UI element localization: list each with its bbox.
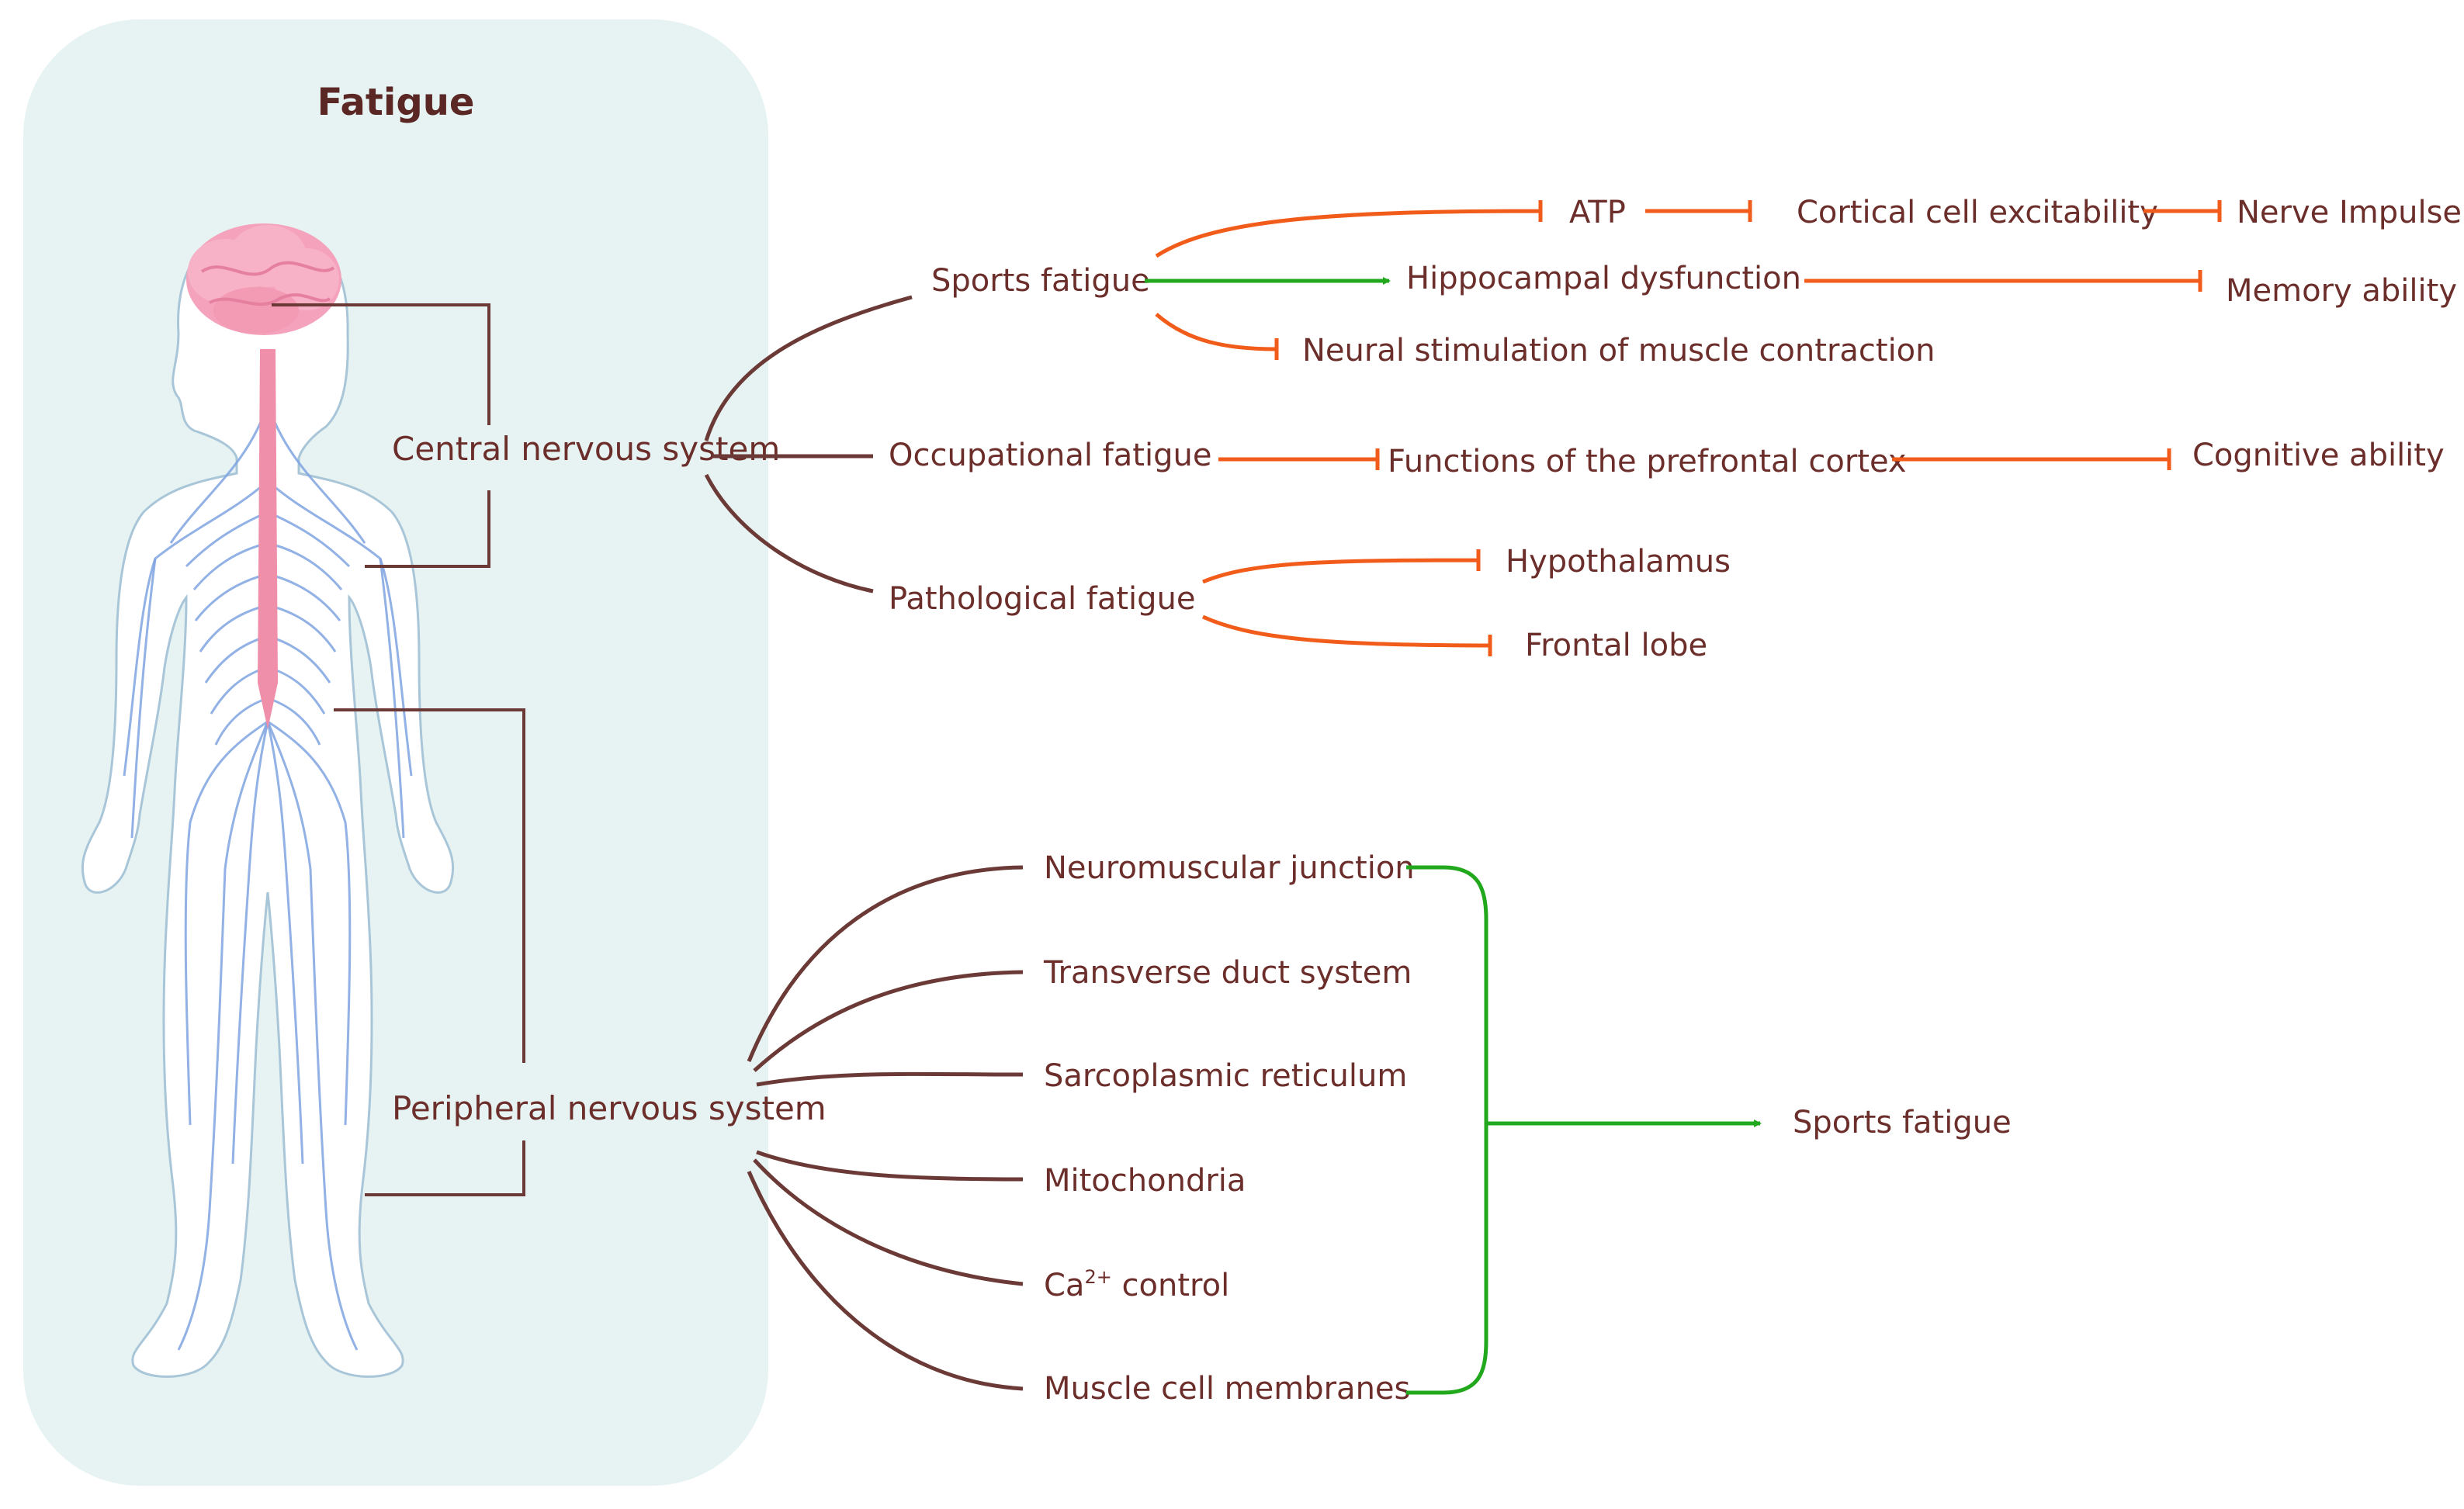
brain-illustration xyxy=(186,223,341,335)
prefrontal-cortex-label: Functions of the prefrontal cortex xyxy=(1388,444,1907,479)
sports-to-atp-inhibit xyxy=(1155,200,1543,258)
pns-bracket xyxy=(334,708,525,1196)
cognitive-ability-label: Cognitive ability xyxy=(2192,438,2445,473)
hypothalamus-label: Hypothalamus xyxy=(1506,544,1731,580)
neural-stimulation-label: Neural stimulation of muscle contraction xyxy=(1302,333,1936,369)
peripheral-green-bracket xyxy=(1406,865,1488,1395)
pathological-to-frontal-inhibit xyxy=(1201,614,1492,656)
pathological-fatigue-label: Pathological fatigue xyxy=(889,581,1196,617)
memory-ability-label: Memory ability xyxy=(2226,273,2457,309)
mitochondria-label: Mitochondria xyxy=(1044,1163,1246,1199)
cortical-to-nerve-impulse-inhibit xyxy=(2143,200,2222,222)
peripheral-nervous-system-label: Peripheral nervous system xyxy=(392,1089,827,1127)
nerve-impulse-label: Nerve Impulse xyxy=(2237,195,2462,230)
prefrontal-to-cognitive-inhibit xyxy=(1892,448,2171,470)
peripheral-nerves xyxy=(123,403,413,1351)
pns-to-transverse-connector xyxy=(753,970,1024,1072)
transverse-duct-label: Transverse duct system xyxy=(1043,955,1412,991)
cortical-excitability-label: Cortical cell excitability xyxy=(1797,195,2158,230)
occupational-fatigue-label: Occupational fatigue xyxy=(889,438,1211,473)
atp-label: ATP xyxy=(1569,195,1626,230)
sports-to-neural-stimulation-inhibit xyxy=(1155,313,1279,360)
neuromuscular-junction-label: Neuromuscular junction xyxy=(1044,850,1415,886)
hippocampal-to-memory-inhibit xyxy=(1804,270,2202,292)
sports-fatigue-label: Sports fatigue xyxy=(931,263,1150,299)
muscle-membranes-label: Muscle cell membranes xyxy=(1044,1371,1410,1407)
cns-bracket xyxy=(272,303,490,568)
atp-to-cortical-inhibit xyxy=(1645,200,1752,222)
frontal-lobe-label: Frontal lobe xyxy=(1525,628,1707,663)
pns-to-nmj-connector xyxy=(747,865,1024,1062)
central-nervous-system-label: Central nervous system xyxy=(392,430,780,468)
calcium-control-label: Ca2+ control xyxy=(1044,1266,1229,1303)
cns-to-pathological-connector xyxy=(704,473,874,594)
human-body-figure xyxy=(81,223,455,1378)
pns-to-mitochondria-connector xyxy=(756,1150,1024,1182)
cns-to-sports-connector xyxy=(704,295,913,441)
pns-to-calcium-connector xyxy=(753,1158,1024,1286)
pathological-to-hypothalamus-inhibit xyxy=(1202,549,1481,584)
pns-to-sarcoplasmic-connector xyxy=(756,1071,1024,1087)
outcome-sports-fatigue-label: Sports fatigue xyxy=(1793,1105,2012,1140)
occupational-to-prefrontal-inhibit xyxy=(1218,448,1380,470)
spinal-cord xyxy=(258,349,278,729)
body-silhouette xyxy=(81,223,455,1378)
pns-to-membranes-connector xyxy=(747,1171,1024,1391)
diagram-title: Fatigue xyxy=(317,81,475,124)
sarcoplasmic-reticulum-label: Sarcoplasmic reticulum xyxy=(1044,1058,1407,1094)
hippocampal-dysfunction-label: Hippocampal dysfunction xyxy=(1406,261,1801,296)
